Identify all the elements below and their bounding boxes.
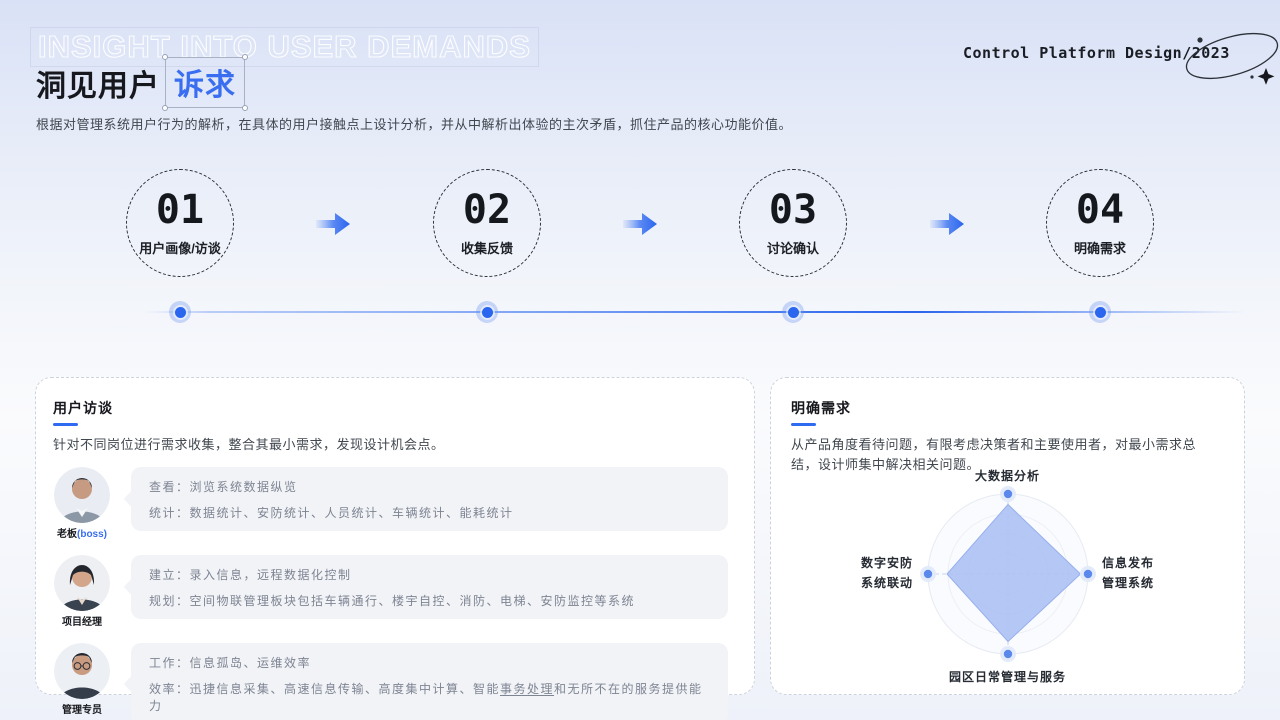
- radar-chart: [920, 486, 1096, 662]
- brand-text: Control Platform Design/: [963, 44, 1192, 62]
- demand-card-title: 明确需求: [791, 400, 851, 416]
- title-accent-bar: [53, 423, 78, 426]
- timeline-dot-icon: [476, 301, 498, 323]
- role-label: 管理专员: [62, 705, 102, 717]
- bubble-line: 规划：空间物联管理板块包括车辆通行、楼宇自控、消防、电梯、安防监控等系统: [149, 594, 636, 609]
- bubble-line: 效率：迅捷信息采集、高速信息传输、高度集中计算、智能事务处理和无所不在的服务提供…: [149, 682, 703, 714]
- step-number: 02: [462, 186, 512, 233]
- brand-caption: Control Platform Design/ 2023: [963, 32, 1278, 85]
- avatar-boss-icon: [54, 467, 110, 524]
- radar-axis-label-left: 数字安防 系统联动: [860, 556, 913, 591]
- page-title-text: 洞见用户: [36, 69, 160, 103]
- avatar-manager-icon: [54, 555, 110, 612]
- step-number: 03: [768, 186, 818, 233]
- speech-bubble: 查看：浏览系统数据纵览 统计：数据统计、安防统计、人员统计、车辆统计、能耗统计: [131, 467, 728, 532]
- timeline-dot-icon: [1089, 301, 1111, 323]
- selection-handle-icon: [162, 105, 168, 111]
- title-accent-bar: [791, 423, 816, 426]
- person-row-boss: 老板(boss) 查看：浏览系统数据纵览 统计：数据统计、安防统计、人员统计、车…: [53, 467, 728, 540]
- page-subtitle: 根据对管理系统用户行为的解析，在具体的用户接触点上设计分析，并从中解析出体验的主…: [36, 117, 793, 132]
- step-label: 用户画像/访谈: [139, 240, 221, 256]
- process-step-4: 04 明确需求: [1046, 169, 1154, 277]
- demand-card: 明确需求 从产品角度看待问题，有限考虑决策者和主要使用者，对最小需求总结，设计师…: [770, 377, 1245, 695]
- person-row-manager: 项目经理 建立：录入信息，远程数据化控制 规划：空间物联管理板块包括车辆通行、楼…: [53, 555, 728, 628]
- arrow-right-icon: [930, 213, 964, 235]
- person-rows: 老板(boss) 查看：浏览系统数据纵览 统计：数据统计、安防统计、人员统计、车…: [53, 467, 728, 720]
- selection-handle-icon: [242, 54, 248, 60]
- interview-card: 用户访谈 针对不同岗位进行需求收集，整合其最小需求，发现设计机会点。: [35, 377, 755, 720]
- interview-card-description: 针对不同岗位进行需求收集，整合其最小需求，发现设计机会点。: [53, 437, 445, 452]
- process-step-2: 02 收集反馈: [433, 169, 541, 277]
- step-label: 明确需求: [1073, 240, 1126, 256]
- process-step-1: 01 用户画像/访谈: [126, 169, 234, 277]
- role-label: 项目经理: [62, 617, 102, 629]
- sparkle-icon: [1257, 68, 1275, 85]
- bubble-line: 统计：数据统计、安防统计、人员统计、车辆统计、能耗统计: [149, 506, 514, 521]
- interview-card-title: 用户访谈: [53, 400, 113, 416]
- ghost-title: INSIGHT INTO USER DEMANDS: [30, 27, 539, 67]
- step-number: 01: [155, 186, 205, 233]
- arrow-right-icon: [623, 213, 657, 235]
- avatar-specialist-icon: [54, 643, 110, 700]
- process-step-3: 03 讨论确认: [739, 169, 847, 277]
- speech-bubble: 建立：录入信息，远程数据化控制 规划：空间物联管理板块包括车辆通行、楼宇自控、消…: [131, 555, 728, 620]
- page-title-highlight-box: 诉求: [162, 54, 248, 111]
- timeline-line: [145, 311, 1245, 313]
- radar-axis-label-right: 信息发布 管理系统: [1101, 556, 1154, 591]
- avatar-block: 管理专员: [53, 643, 111, 716]
- avatar-block: 项目经理: [53, 555, 111, 628]
- person-row-specialist: 管理专员 工作：信息孤岛、运维效率 效率：迅捷信息采集、高速信息传输、高度集中计…: [53, 643, 728, 720]
- step-label: 讨论确认: [766, 240, 819, 256]
- page-title: 洞见用户 诉求: [36, 54, 248, 111]
- step-number: 04: [1075, 186, 1125, 233]
- selection-handle-icon: [242, 105, 248, 111]
- role-label: 老板(boss): [57, 529, 107, 541]
- radar-data-polygon: [946, 503, 1082, 643]
- page-title-highlight-text: 诉求: [174, 69, 236, 102]
- arrow-right-icon: [316, 213, 350, 235]
- bubble-line: 查看：浏览系统数据纵览: [149, 480, 298, 495]
- step-label: 收集反馈: [460, 240, 513, 256]
- demand-card-description: 从产品角度看待问题，有限考虑决策者和主要使用者，对最小需求总结，设计师集中解决相…: [791, 437, 1197, 473]
- brand-year: 2023: [1185, 32, 1278, 85]
- radar-axis-label-bottom: 园区日常管理与服务: [948, 670, 1066, 684]
- radar-axis-dots: [920, 486, 1096, 662]
- avatar-block: 老板(boss): [53, 467, 111, 540]
- timeline-dot-icon: [169, 301, 191, 323]
- speech-bubble: 工作：信息孤岛、运维效率 效率：迅捷信息采集、高速信息传输、高度集中计算、智能事…: [131, 643, 728, 720]
- radar-axis-label-top: 大数据分析: [974, 469, 1040, 483]
- bubble-line: 建立：录入信息，远程数据化控制: [149, 568, 352, 583]
- timeline-dot-icon: [782, 301, 804, 323]
- selection-handle-icon: [162, 54, 168, 60]
- bubble-line: 工作：信息孤岛、运维效率: [149, 656, 312, 671]
